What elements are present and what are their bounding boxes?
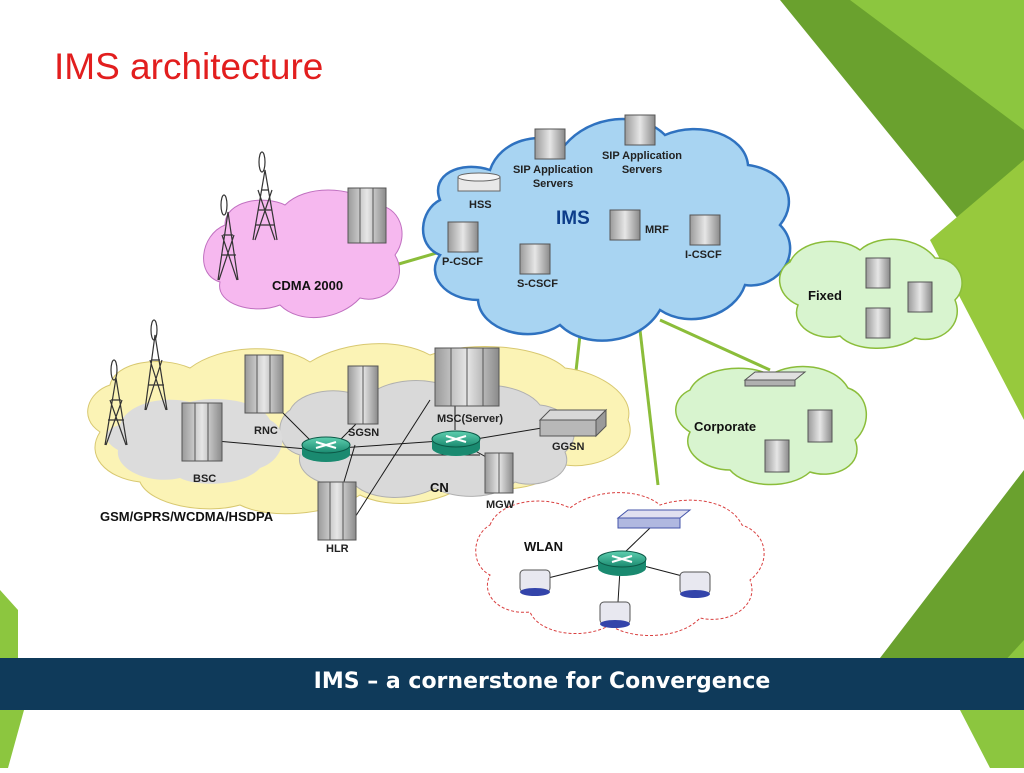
pcscf-label: P-CSCF: [442, 256, 483, 268]
router-icon: [301, 436, 351, 462]
msc-label: MSC(Server): [437, 413, 503, 425]
corporate-switch-icon: [743, 371, 807, 387]
tower-icon: [104, 319, 168, 446]
server-rack-icon: [347, 187, 387, 244]
mgw-server-icon: [484, 452, 514, 494]
rnc-server-icon: [244, 354, 284, 414]
router-icon: [597, 550, 647, 576]
hss-database-icon: [457, 172, 501, 192]
hlr-label: HLR: [326, 543, 349, 555]
fixed-server-icon: [764, 257, 933, 473]
cn-label: CN: [430, 480, 449, 495]
tower-icon: [217, 151, 278, 281]
footer-caption: IMS – a cornerstone for Convergence: [313, 669, 771, 694]
mgw-label: MGW: [486, 499, 515, 511]
footer-banner: [0, 658, 1024, 710]
fixed-cloud: [778, 238, 963, 349]
sip-as-2-label-line2: Servers: [622, 164, 662, 176]
wlan-switch-icon: [616, 509, 692, 529]
router-icon: [431, 430, 481, 456]
ggsn-label: GGSN: [552, 441, 584, 453]
sip-as-1-label-line2: Servers: [533, 178, 573, 190]
access-point-icon: [519, 569, 711, 628]
msc-server-icon: [434, 347, 500, 407]
rnc-label: RNC: [254, 425, 278, 437]
ims-label: IMS: [556, 208, 590, 229]
sip-as-2-label-line1: SIP Application: [602, 150, 682, 162]
hlr-server-icon: [317, 481, 357, 541]
wlan-label: WLAN: [524, 539, 563, 554]
sgsn-server-icon: [347, 365, 379, 425]
fixed-label: Fixed: [808, 288, 842, 303]
ims-server-icon: [447, 114, 721, 275]
sip-as-1-label-line1: SIP Application: [513, 164, 593, 176]
bsc-label: BSC: [193, 473, 216, 485]
sgsn-label: SGSN: [348, 427, 379, 439]
mrf-label: MRF: [645, 224, 669, 236]
icscf-label: I-CSCF: [685, 249, 722, 261]
hss-label: HSS: [469, 199, 492, 211]
corporate-label: Corporate: [694, 419, 756, 434]
bsc-server-icon: [181, 402, 223, 462]
scscf-label: S-CSCF: [517, 278, 558, 290]
slide-title: IMS architecture: [54, 46, 324, 87]
cdma-label: CDMA 2000: [272, 278, 343, 293]
gsm-label: GSM/GPRS/WCDMA/HSDPA: [100, 509, 274, 524]
ggsn-icon: [538, 408, 608, 438]
